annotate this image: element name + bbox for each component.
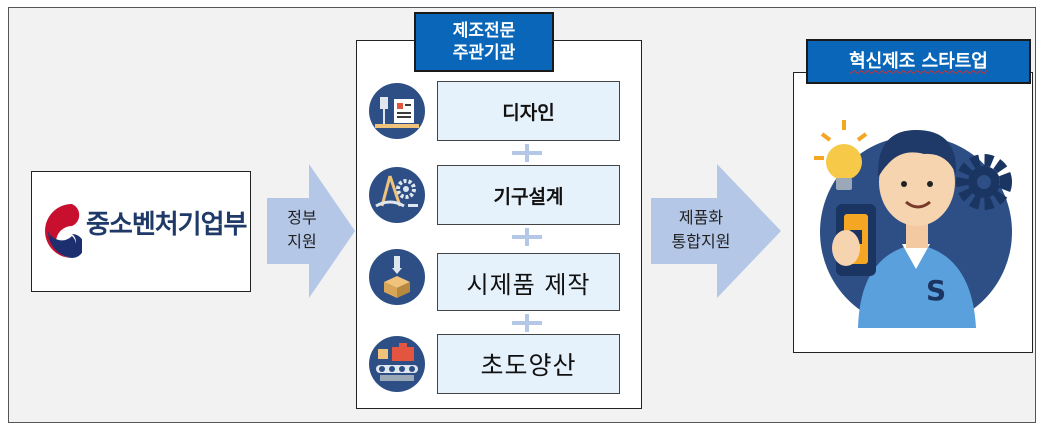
startup-title-badge: 혁신제조 스타트업 <box>806 39 1031 84</box>
center-title-line1: 제조전문 <box>452 21 516 41</box>
step-mechanical-design: 기구설계 <box>437 165 620 225</box>
step-design-label: 디자인 <box>502 101 555 124</box>
gear-icon <box>956 154 1012 210</box>
step-initial-production: 초도양산 <box>437 334 620 394</box>
support-arrow-2 <box>651 164 781 298</box>
plus-icon <box>512 314 542 332</box>
arrow1-label-line1: 정부 <box>287 208 317 227</box>
arrow1-label: 정부 지원 <box>268 206 336 254</box>
conveyor-robot-icon <box>369 336 425 392</box>
step-design: 디자인 <box>437 81 620 141</box>
arrow2-label-line2: 통합지원 <box>671 232 731 251</box>
step-initial-production-label: 초도양산 <box>480 351 577 380</box>
arrow2-label-line1: 제품화 <box>678 208 724 227</box>
arrow1-label-line2: 지원 <box>287 232 317 251</box>
arrow2-label: 제품화 통합지원 <box>651 206 751 254</box>
step-prototype-label: 시제품 제작 <box>466 270 591 299</box>
center-title-line2: 주관기관 <box>452 43 516 63</box>
svg-text:S: S <box>926 274 946 307</box>
plus-icon <box>512 144 542 162</box>
startup-title: 혁신제조 스타트업 <box>849 50 988 72</box>
startup-illustration: S <box>814 120 1012 328</box>
step-prototype: 시제품 제작 <box>437 253 620 311</box>
ministry-name: 중소벤처기업부 <box>86 210 247 240</box>
lightbulb-icon <box>814 120 868 190</box>
center-title-badge: 제조전문 주관기관 <box>414 12 554 72</box>
ministry-emblem-icon <box>45 204 82 258</box>
support-arrow-1 <box>267 164 355 298</box>
plus-icon <box>512 228 542 246</box>
desk-lamp-icon <box>369 83 425 139</box>
3d-printer-icon <box>369 249 425 305</box>
step-mechanical-design-label: 기구설계 <box>493 185 564 208</box>
ministry-logo-box <box>31 171 251 292</box>
compass-gear-icon <box>369 167 425 223</box>
